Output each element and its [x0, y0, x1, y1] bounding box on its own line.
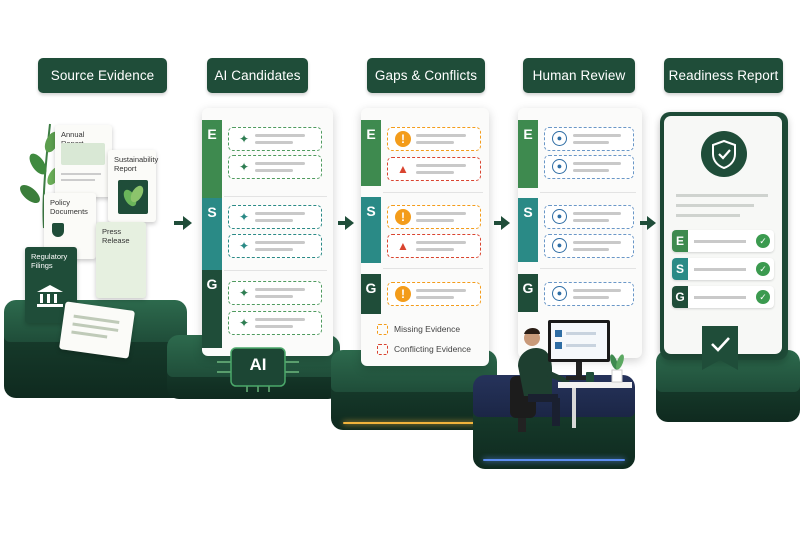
arrow-3-shaft — [494, 221, 502, 225]
stage-ai-candidates: AI Candidates — [207, 58, 308, 93]
arrow-1-icon — [183, 216, 192, 230]
check-icon: ✓ — [756, 234, 770, 248]
stage-gaps-conflicts: Gaps & Conflicts — [367, 58, 485, 93]
report-row-e: E ✓ — [672, 230, 774, 252]
ai-chip-icon — [217, 347, 299, 392]
sparkle-icon: ✦ — [238, 239, 250, 253]
sparkle-icon: ✦ — [238, 160, 250, 174]
legend-conflicting-label: Conflicting Evidence — [394, 344, 472, 354]
user-icon: ● — [552, 238, 567, 253]
gap-row: ! — [387, 282, 481, 306]
user-icon: ● — [552, 159, 567, 174]
candidate-row: ✦ — [228, 205, 322, 229]
sparkle-icon: ✦ — [238, 132, 250, 146]
report-row-s: S ✓ — [672, 258, 774, 280]
ai-candidates-panel: E S G ✦ ✦ ✦ ✦ ✦ ✦ — [202, 108, 333, 356]
chart-image-icon — [61, 143, 105, 165]
arrow-1-shaft — [174, 221, 184, 225]
candidate-row: ✦ — [228, 127, 322, 151]
stage-source-evidence: Source Evidence — [38, 58, 167, 93]
review-row: ● — [544, 205, 634, 229]
check-icon: ✓ — [756, 262, 770, 276]
report-row-g: G ✓ — [672, 286, 774, 308]
legend-missing-swatch — [377, 324, 388, 335]
sustainability-report-doc: Sustainability Report — [108, 150, 158, 222]
sparkle-icon: ✦ — [238, 210, 250, 224]
band-g: G — [518, 274, 538, 312]
user-icon: ● — [552, 286, 567, 301]
review-row: ● — [544, 282, 634, 306]
band-e: E — [518, 120, 538, 188]
arrow-2-shaft — [338, 221, 346, 225]
user-icon: ● — [552, 209, 567, 224]
readiness-report-panel: E ✓ S ✓ G ✓ — [664, 116, 782, 354]
warning-icon: ! — [395, 209, 411, 225]
gap-row: ! — [387, 127, 481, 151]
band-s: S — [518, 198, 538, 262]
stage-readiness-report: Readiness Report — [664, 58, 783, 93]
arrow-2-icon — [345, 216, 354, 230]
legend-missing-label: Missing Evidence — [394, 324, 461, 334]
document-stack-icon — [59, 301, 135, 359]
candidate-row: ✦ — [228, 281, 322, 305]
candidate-row: ✦ — [228, 155, 322, 179]
bank-icon — [37, 285, 63, 307]
alert-triangle-icon: ▲ — [397, 239, 409, 253]
gaps-conflicts-panel: E S G ! ▲ ! ▲ ! Missing Evidence Conflic… — [361, 108, 489, 366]
candidate-row: ✦ — [228, 234, 322, 258]
arrow-4-icon — [647, 216, 656, 230]
gap-row: ! — [387, 205, 481, 229]
band-g: G — [361, 274, 381, 314]
review-row: ● — [544, 234, 634, 258]
alert-triangle-icon: ▲ — [397, 162, 409, 176]
sparkle-icon: ✦ — [238, 316, 250, 330]
candidate-row: ✦ — [228, 311, 322, 335]
reviewer-at-desk-icon — [510, 320, 632, 432]
warning-icon: ! — [395, 131, 411, 147]
review-row: ● — [544, 155, 634, 179]
user-icon: ● — [552, 131, 567, 146]
arrow-4-shaft — [640, 221, 648, 225]
check-icon: ✓ — [756, 290, 770, 304]
band-g: G — [202, 270, 222, 348]
shield-icon — [52, 223, 64, 237]
band-s: S — [361, 197, 381, 263]
warning-icon: ! — [395, 286, 411, 302]
arrow-3-icon — [501, 216, 510, 230]
approval-seal-icon — [702, 326, 738, 370]
stage-human-review: Human Review — [523, 58, 635, 93]
band-e: E — [202, 120, 222, 198]
shield-check-icon — [701, 131, 747, 177]
annual-report-doc: Annual Report — [55, 125, 112, 197]
conflict-row: ▲ — [387, 157, 481, 181]
press-release-doc: Press Release — [96, 222, 146, 298]
gaps-platform — [331, 350, 497, 430]
ai-chip-label: AI — [249, 355, 267, 374]
review-row: ● — [544, 127, 634, 151]
legend-conflicting-swatch — [377, 344, 388, 355]
human-review-panel: E S G ● ● ● ● ● — [518, 108, 642, 358]
sparkle-icon: ✦ — [238, 286, 250, 300]
band-e: E — [361, 120, 381, 186]
band-s: S — [202, 198, 222, 270]
conflict-row: ▲ — [387, 234, 481, 258]
plant-icon — [118, 180, 148, 214]
